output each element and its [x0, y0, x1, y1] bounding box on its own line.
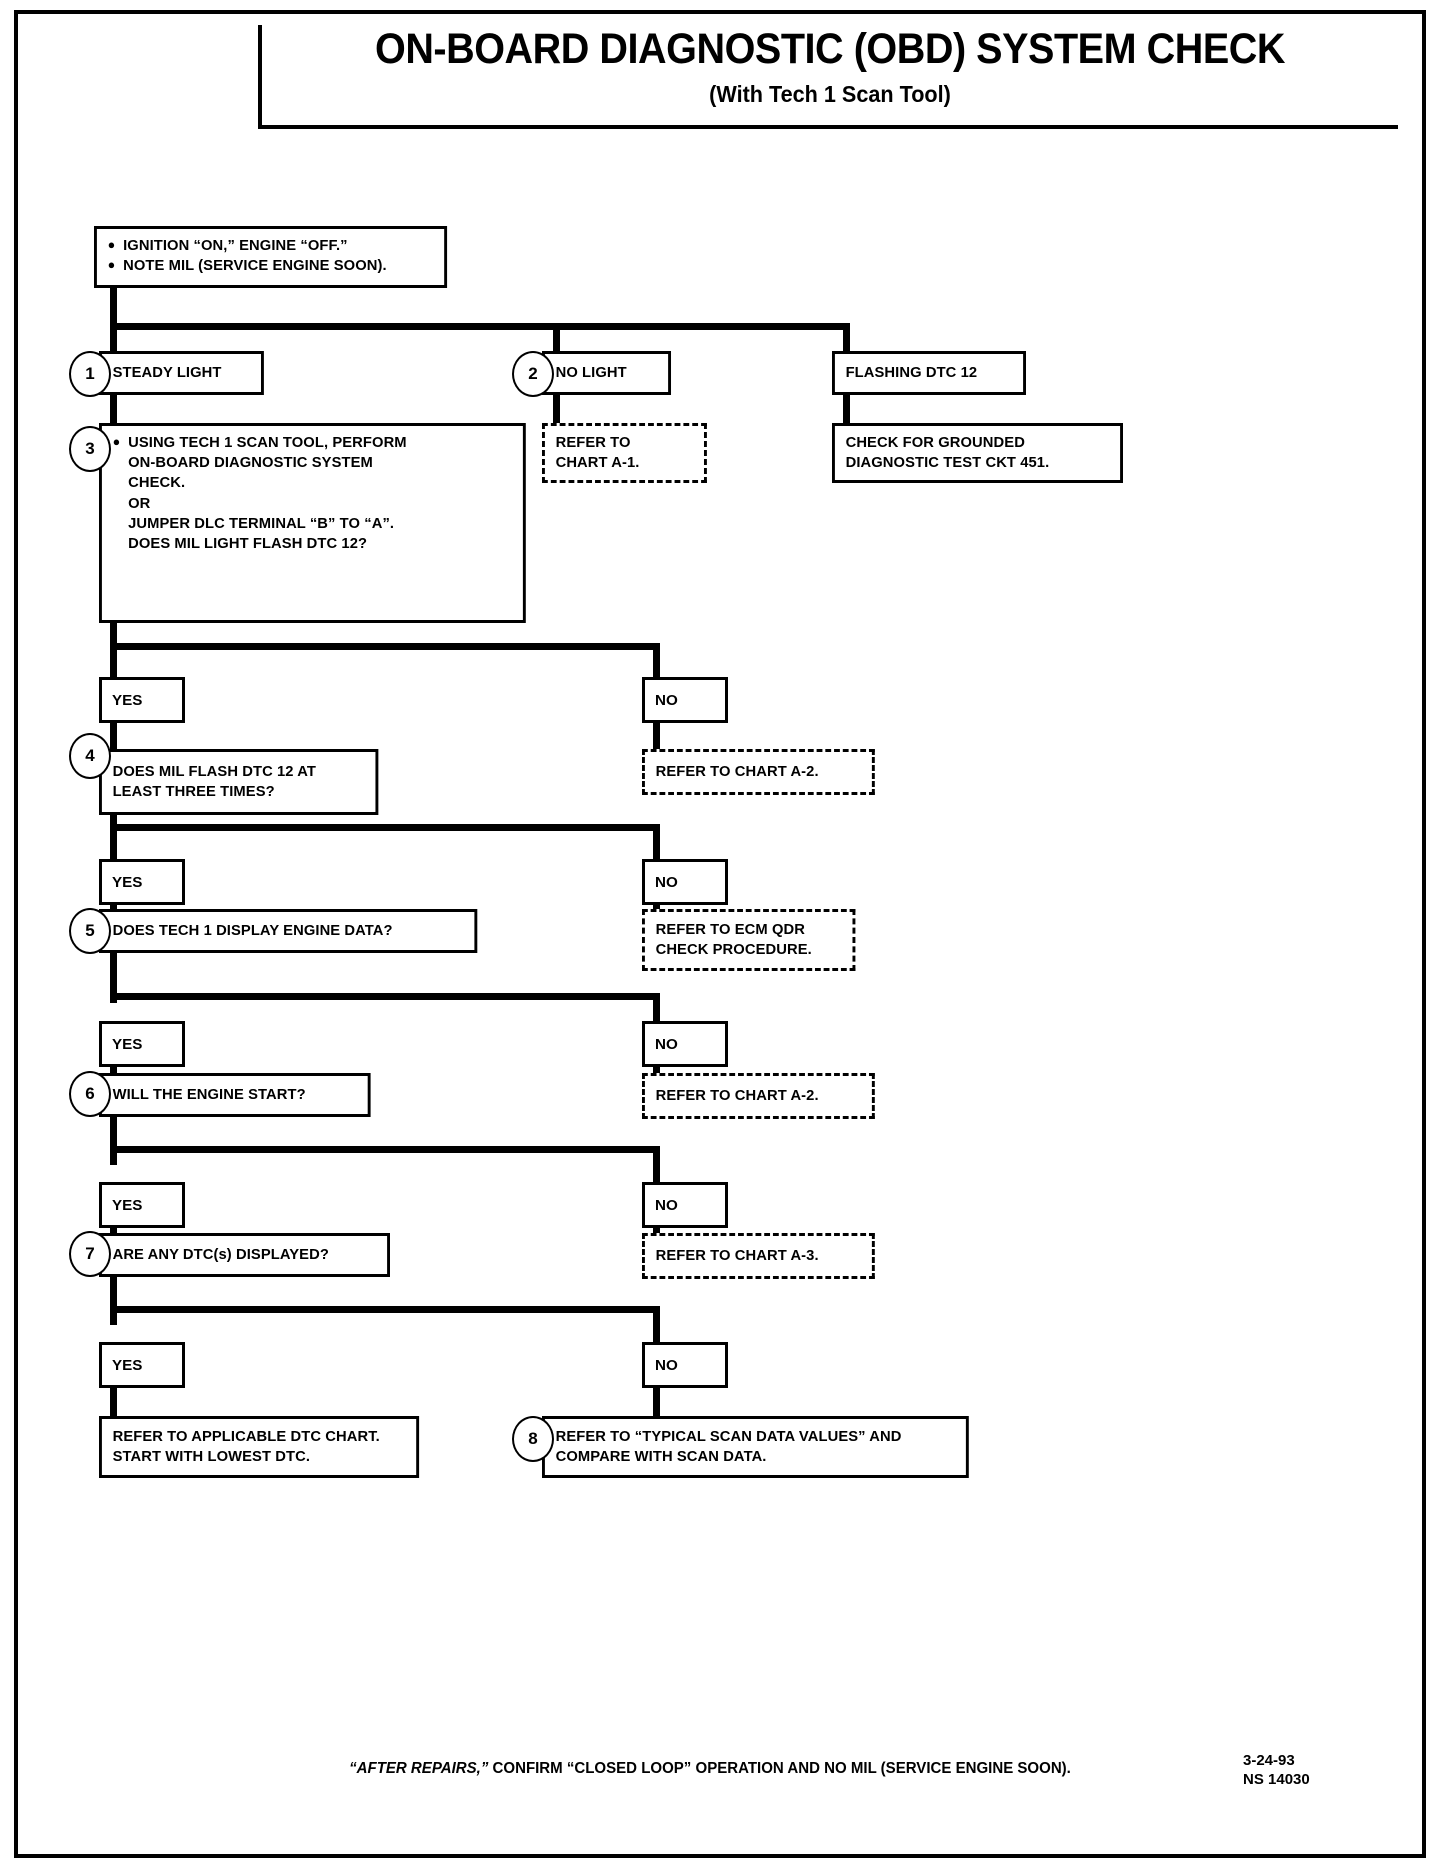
node-step7-no-result: REFER TO CHART A-3. — [642, 1233, 875, 1279]
step-number-1: 1 — [69, 351, 111, 397]
node-outcome-typical-scan-values: REFER TO “TYPICAL SCAN DATA VALUES” AND … — [542, 1416, 969, 1478]
page-title: ON-BOARD DIAGNOSTIC (OBD) SYSTEM CHECK — [375, 25, 1285, 73]
connector-no3-down — [653, 723, 660, 751]
connector-to-nolight — [553, 323, 560, 351]
label-yes-step3: YES — [99, 677, 185, 723]
connector-step3-no-down — [653, 643, 660, 679]
label-yes-step4: YES — [99, 859, 185, 905]
title-block: ON-BOARD DIAGNOSTIC (OBD) SYSTEM CHECK (… — [258, 25, 1398, 129]
label-no-step7: NO — [642, 1342, 728, 1388]
connector-steady-down — [110, 395, 117, 425]
bullet-icon: ● — [107, 237, 116, 252]
connector-step4-bus — [110, 824, 660, 831]
footer-note: “AFTER REPAIRS,” CONFIRM “CLOSED LOOP” O… — [225, 1760, 1195, 1778]
connector-step4-no-down — [653, 824, 660, 863]
step-number-2: 2 — [512, 351, 554, 397]
connector-step3-down — [110, 621, 117, 679]
connector-nolight-down — [553, 395, 560, 425]
node-no-light: NO LIGHT — [542, 351, 672, 395]
connector-step7-bus — [110, 1306, 660, 1313]
node-start: ● IGNITION “ON,” ENGINE “OFF.” ● NOTE MI… — [94, 226, 448, 288]
connector-yes7-down — [110, 1388, 117, 1418]
diagram-canvas: ON-BOARD DIAGNOSTIC (OBD) SYSTEM CHECK (… — [22, 18, 1418, 1852]
connector-no7-down — [653, 1388, 660, 1418]
label-no-step5: NO — [642, 1021, 728, 1067]
bullet-icon: ● — [112, 434, 121, 449]
connector-step5-bus — [110, 993, 660, 1000]
connector-step7-no-down — [653, 1306, 660, 1344]
node-flashing-dtc12: FLASHING DTC 12 — [832, 351, 1026, 395]
connector-step4-down — [110, 813, 117, 863]
label-no-step6: NO — [642, 1182, 728, 1228]
connector-step3-bus — [110, 643, 660, 650]
node-check-grounded-ckt451: CHECK FOR GROUNDED DIAGNOSTIC TEST CKT 4… — [832, 423, 1123, 483]
step-number-5: 5 — [69, 908, 111, 954]
label-yes-step7: YES — [99, 1342, 185, 1388]
page-border — [14, 10, 1426, 1858]
connector-step6-bus — [110, 1146, 660, 1153]
label-yes-step5: YES — [99, 1021, 185, 1067]
step-number-3: 3 — [69, 426, 111, 472]
connector-to-flashing — [843, 323, 850, 351]
connector-step7-down — [110, 1275, 117, 1325]
node-steady-light: STEADY LIGHT — [99, 351, 264, 395]
footer-doc-number: NS 14030 — [1243, 1770, 1310, 1788]
step-number-4: 4 — [69, 733, 111, 779]
connector-flashing-down — [843, 395, 850, 425]
node-step6-question: WILL THE ENGINE START? — [99, 1073, 371, 1117]
label-no-step4: NO — [642, 859, 728, 905]
connector-step6-no-down — [653, 1146, 660, 1184]
footer-date: 3-24-93 — [1243, 1752, 1295, 1769]
connector-step5-down — [110, 951, 117, 1003]
label-no-step3: NO — [642, 677, 728, 723]
start-bullet-2: ● NOTE MIL (SERVICE ENGINE SOON). — [108, 256, 436, 276]
step-number-8: 8 — [512, 1416, 554, 1462]
step3-bullet: ● USING TECH 1 SCAN TOOL, PERFORM ON-BOA… — [113, 433, 515, 554]
connector-branch-bus — [110, 323, 850, 330]
node-refer-chart-a1: REFER TO CHART A-1. — [542, 423, 707, 483]
node-step3-instructions: ● USING TECH 1 SCAN TOOL, PERFORM ON-BOA… — [99, 423, 526, 623]
connector-start-down — [110, 286, 117, 330]
page-subtitle: (With Tech 1 Scan Tool) — [709, 81, 951, 108]
connector-to-steady — [110, 323, 117, 351]
start-bullet-1: ● IGNITION “ON,” ENGINE “OFF.” — [108, 236, 436, 256]
node-step5-question: DOES TECH 1 DISPLAY ENGINE DATA? — [99, 909, 478, 953]
node-step4-no-result: REFER TO CHART A-2. — [642, 749, 875, 795]
step-number-6: 6 — [69, 1071, 111, 1117]
footer-note-rest: CONFIRM “CLOSED LOOP” OPERATION AND NO M… — [488, 1760, 1071, 1777]
bullet-icon: ● — [107, 257, 116, 273]
node-outcome-refer-dtc-chart: REFER TO APPLICABLE DTC CHART. START WIT… — [99, 1416, 420, 1478]
node-step5-no-result: REFER TO ECM QDR CHECK PROCEDURE. — [642, 909, 856, 971]
step-number-7: 7 — [69, 1231, 111, 1277]
node-step6-no-result: REFER TO CHART A-2. — [642, 1073, 875, 1119]
connector-yes3-down — [110, 723, 117, 751]
footer-note-italic: “AFTER REPAIRS,” — [349, 1760, 489, 1777]
node-step7-question: ARE ANY DTC(s) DISPLAYED? — [99, 1233, 390, 1277]
connector-step5-no-down — [653, 993, 660, 1023]
footer-document-id: 3-24-93 NS 14030 — [1243, 1752, 1310, 1790]
connector-step6-down — [110, 1115, 117, 1165]
node-step4-question: DOES MIL FLASH DTC 12 AT LEAST THREE TIM… — [99, 749, 379, 815]
label-yes-step6: YES — [99, 1182, 185, 1228]
